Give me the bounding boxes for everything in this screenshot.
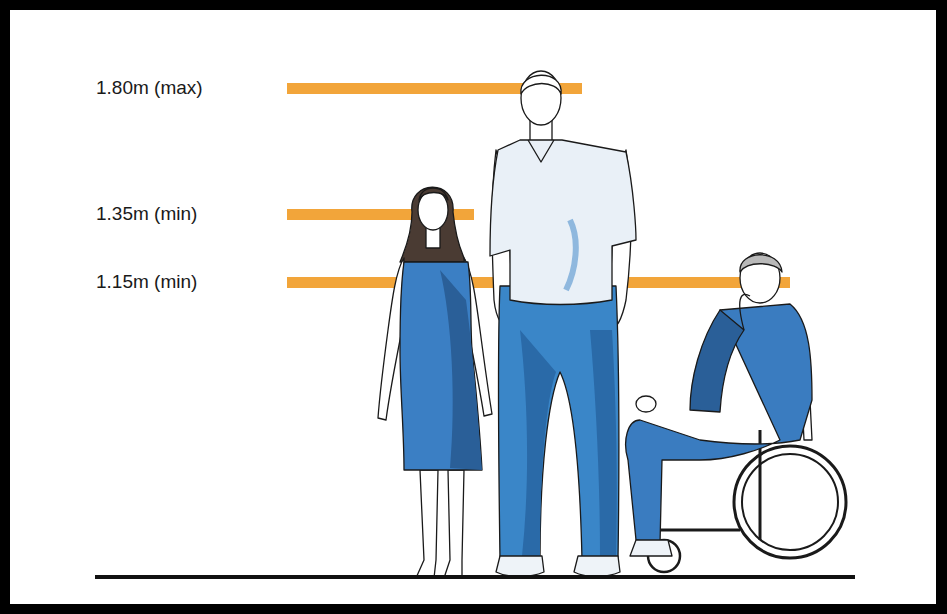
dimension-label: 1.15m (min)	[96, 271, 197, 293]
ground-line	[95, 575, 855, 579]
wheelchair-figure	[626, 253, 846, 572]
man-figure	[490, 71, 636, 577]
woman-figure	[378, 187, 492, 578]
dimension-label: 1.35m (min)	[96, 203, 197, 225]
dimension-label: 1.80m (max)	[96, 77, 203, 99]
background-panel	[10, 10, 936, 604]
